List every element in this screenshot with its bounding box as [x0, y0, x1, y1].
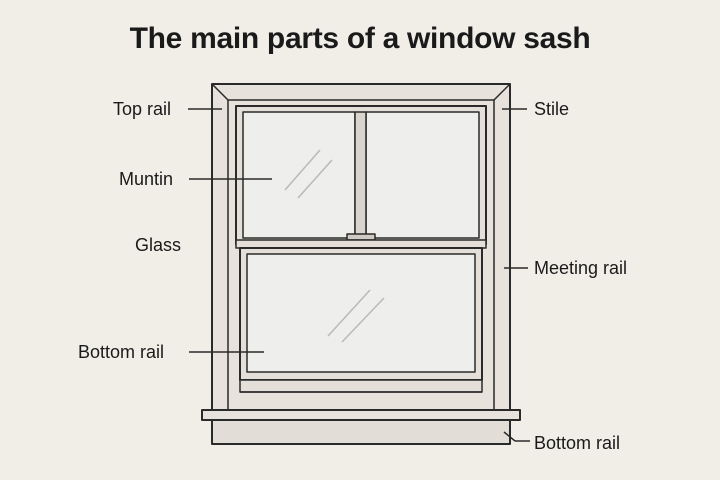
- casing-bevel-right: [493, 83, 511, 101]
- upper-glass-right: [365, 111, 480, 239]
- muntin-bar: [354, 111, 367, 239]
- reflection-lower-2: [341, 297, 385, 343]
- casing-bevel-left: [211, 83, 229, 101]
- glass-reflections: [284, 149, 385, 343]
- label-bottom-rail-right: Bottom rail: [534, 433, 621, 453]
- label-meeting-rail: Meeting rail: [534, 258, 628, 278]
- reflection-upper-1: [284, 149, 321, 191]
- sash-lock: [346, 233, 376, 241]
- label-bottom-rail-left: Bottom rail: [78, 342, 165, 362]
- label-glass: Glass: [135, 235, 182, 255]
- label-stile: Stile: [534, 99, 570, 119]
- label-muntin: Muntin: [119, 169, 174, 189]
- reflection-upper-2: [297, 159, 333, 199]
- meeting-rail: [235, 239, 487, 249]
- diagram-title: The main parts of a window sash: [129, 22, 591, 55]
- reflection-lower-1: [327, 289, 371, 337]
- label-top-rail: Top rail: [113, 99, 172, 119]
- apron: [211, 419, 511, 445]
- leader-lines: [188, 108, 530, 442]
- sash-bottom-rail: [239, 379, 483, 393]
- leader-bottom-rail-right: [503, 431, 516, 442]
- window-sill: [201, 409, 521, 421]
- lower-glass: [246, 253, 476, 373]
